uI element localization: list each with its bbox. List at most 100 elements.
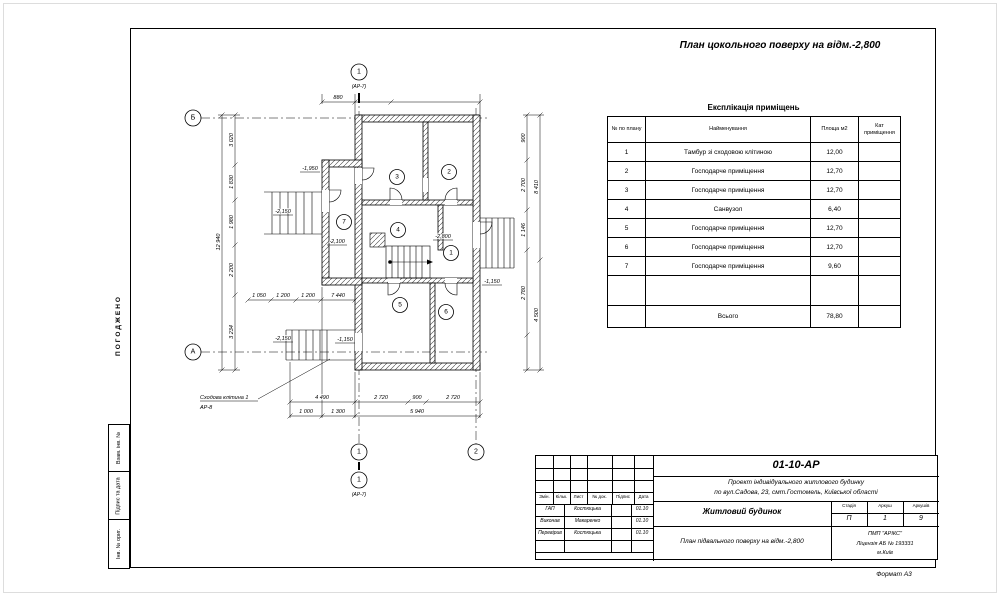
dim-label: 2 700 — [521, 177, 527, 193]
exp-header-area: Площа м2 — [810, 116, 859, 143]
col-kilk: Кільк. — [555, 494, 568, 499]
signer-date: 01.10 — [635, 518, 649, 524]
tb-line — [536, 516, 653, 517]
drawing-name: План підвального поверху на відм.-2,800 — [680, 538, 804, 545]
exp-cell — [645, 275, 811, 306]
tb-line — [831, 526, 939, 527]
exp-cell: Тамбур зі сходовою клітиною — [645, 142, 811, 162]
dim-label: 2 720 — [445, 395, 461, 401]
company-city: м.Київ — [877, 550, 893, 556]
col-lyst: Лист — [573, 494, 584, 499]
section-number: 1 — [357, 477, 361, 484]
elevation-label: -1,950 — [302, 166, 319, 172]
tb-line — [903, 501, 904, 526]
room-number: 2 — [447, 169, 451, 176]
dim-label: 1 050 — [252, 293, 267, 299]
tb-line — [653, 526, 831, 527]
sheet-label: Аркуш — [878, 503, 892, 508]
exp-total-label: Всього — [645, 305, 811, 328]
signer-date: 01.10 — [635, 530, 649, 536]
margin-box-inv-oryg: Інв. № ориг. — [108, 519, 130, 569]
dim-label: 3 234 — [229, 325, 235, 339]
elevation-label: -2,100 — [329, 239, 346, 245]
dim-label: 8 410 — [534, 179, 540, 194]
signer-role: Перевірив — [538, 530, 562, 536]
signer-role: Виконав — [540, 518, 560, 524]
axis-label-2: 2 — [474, 449, 478, 456]
exp-row: 7 Господарче приміщення 9,60 — [607, 256, 901, 276]
stair-note: Сходова клітина 1 АР-8 — [199, 358, 331, 411]
exp-row: 3 Господарче приміщення 12,70 — [607, 180, 901, 200]
room-number: 4 — [396, 227, 400, 234]
exp-header-row: № по плану Найменування Площа м2 Кат при… — [607, 116, 901, 143]
exp-cell: 12,70 — [810, 237, 859, 257]
exp-cell — [858, 256, 901, 276]
elevation-label: -1,150 — [337, 337, 354, 343]
dim-label: 7 440 — [331, 293, 346, 299]
room-number: 1 — [449, 250, 453, 257]
tb-line — [867, 501, 868, 526]
elevation-label: -2,150 — [275, 209, 292, 215]
elevation-label: -1,150 — [484, 279, 501, 285]
exp-row: 4 Санвузол 6,40 — [607, 199, 901, 219]
sheets-label: Аркушів — [912, 503, 930, 508]
company-license: Ліцензія АБ № 193331 — [856, 541, 914, 547]
dim-label: 900 — [521, 132, 527, 142]
tb-line — [536, 492, 653, 493]
project-line1: Проект індивідуального житлового будинку — [727, 479, 865, 486]
exp-cell: 2 — [607, 161, 646, 181]
exp-cell: 6 — [607, 237, 646, 257]
exp-cell — [858, 142, 901, 162]
dim-label: 1 830 — [229, 174, 235, 189]
margin-box-label: Взам. інв. № — [116, 431, 123, 465]
room-number: 7 — [342, 219, 346, 226]
dim-label: 1 000 — [299, 409, 314, 415]
exp-header-cat: Кат приміщення — [858, 116, 901, 143]
margin-box-vzam-inv: Взам. інв. № — [108, 424, 130, 472]
exp-row: 5 Господарче приміщення 12,70 — [607, 218, 901, 238]
dim-label: 5 940 — [410, 409, 425, 415]
axis-lines — [201, 94, 488, 444]
floor-plan: 4 490 2 720 900 2 720 1 000 1 300 5 940 … — [184, 63, 544, 498]
elevation-label: -2,800 — [435, 234, 452, 240]
exp-cell — [810, 275, 859, 306]
room-number: 5 — [398, 302, 402, 309]
title-block: 01-10-АР Проект індивідуального житловог… — [535, 455, 939, 561]
stairs — [264, 191, 515, 361]
exp-cell — [858, 180, 901, 200]
axis-label-b: Б — [191, 115, 196, 122]
walls — [321, 114, 481, 371]
explication-table: № по плану Найменування Площа м2 Кат при… — [607, 116, 901, 328]
exp-cell: Господарче приміщення — [645, 161, 811, 181]
dim-label: 1 146 — [521, 222, 527, 237]
exp-cell — [858, 161, 901, 181]
exp-empty-row — [607, 275, 901, 306]
tb-line — [536, 540, 653, 541]
section-ref: (АР-7) — [352, 84, 367, 90]
margin-box-label: Інв. № ориг. — [116, 528, 122, 560]
exp-cell — [858, 237, 901, 257]
section-number: 1 — [357, 69, 361, 76]
exp-cell — [858, 275, 901, 306]
exp-row: 2 Господарче приміщення 12,70 — [607, 161, 901, 181]
exp-cell: 4 — [607, 199, 646, 219]
exp-cell: Господарче приміщення — [645, 218, 811, 238]
exp-cell: 12,70 — [810, 218, 859, 238]
elevation-marks: -1,950 -2,150 -2,100 -2,800 -1,150 -2,15… — [273, 165, 502, 344]
dim-label: 1 300 — [331, 409, 346, 415]
stage-value: П — [846, 515, 852, 522]
margin-box-label: Підпис та дата — [116, 476, 123, 515]
tb-line — [653, 456, 654, 561]
dim-label: 880 — [333, 95, 343, 101]
exp-cell: 3 — [607, 180, 646, 200]
paper-edge — [3, 3, 997, 593]
stair-note-line1: Сходова клітина 1 — [200, 395, 248, 401]
exp-cell — [858, 199, 901, 219]
room-numbers: 1 2 3 4 5 6 7 — [336, 164, 459, 320]
tb-line — [536, 528, 653, 529]
axis-label-a: А — [191, 349, 196, 356]
exp-cell — [858, 218, 901, 238]
tb-line — [536, 504, 653, 505]
stage-label: Стадія — [842, 503, 856, 508]
tb-line — [831, 501, 832, 561]
